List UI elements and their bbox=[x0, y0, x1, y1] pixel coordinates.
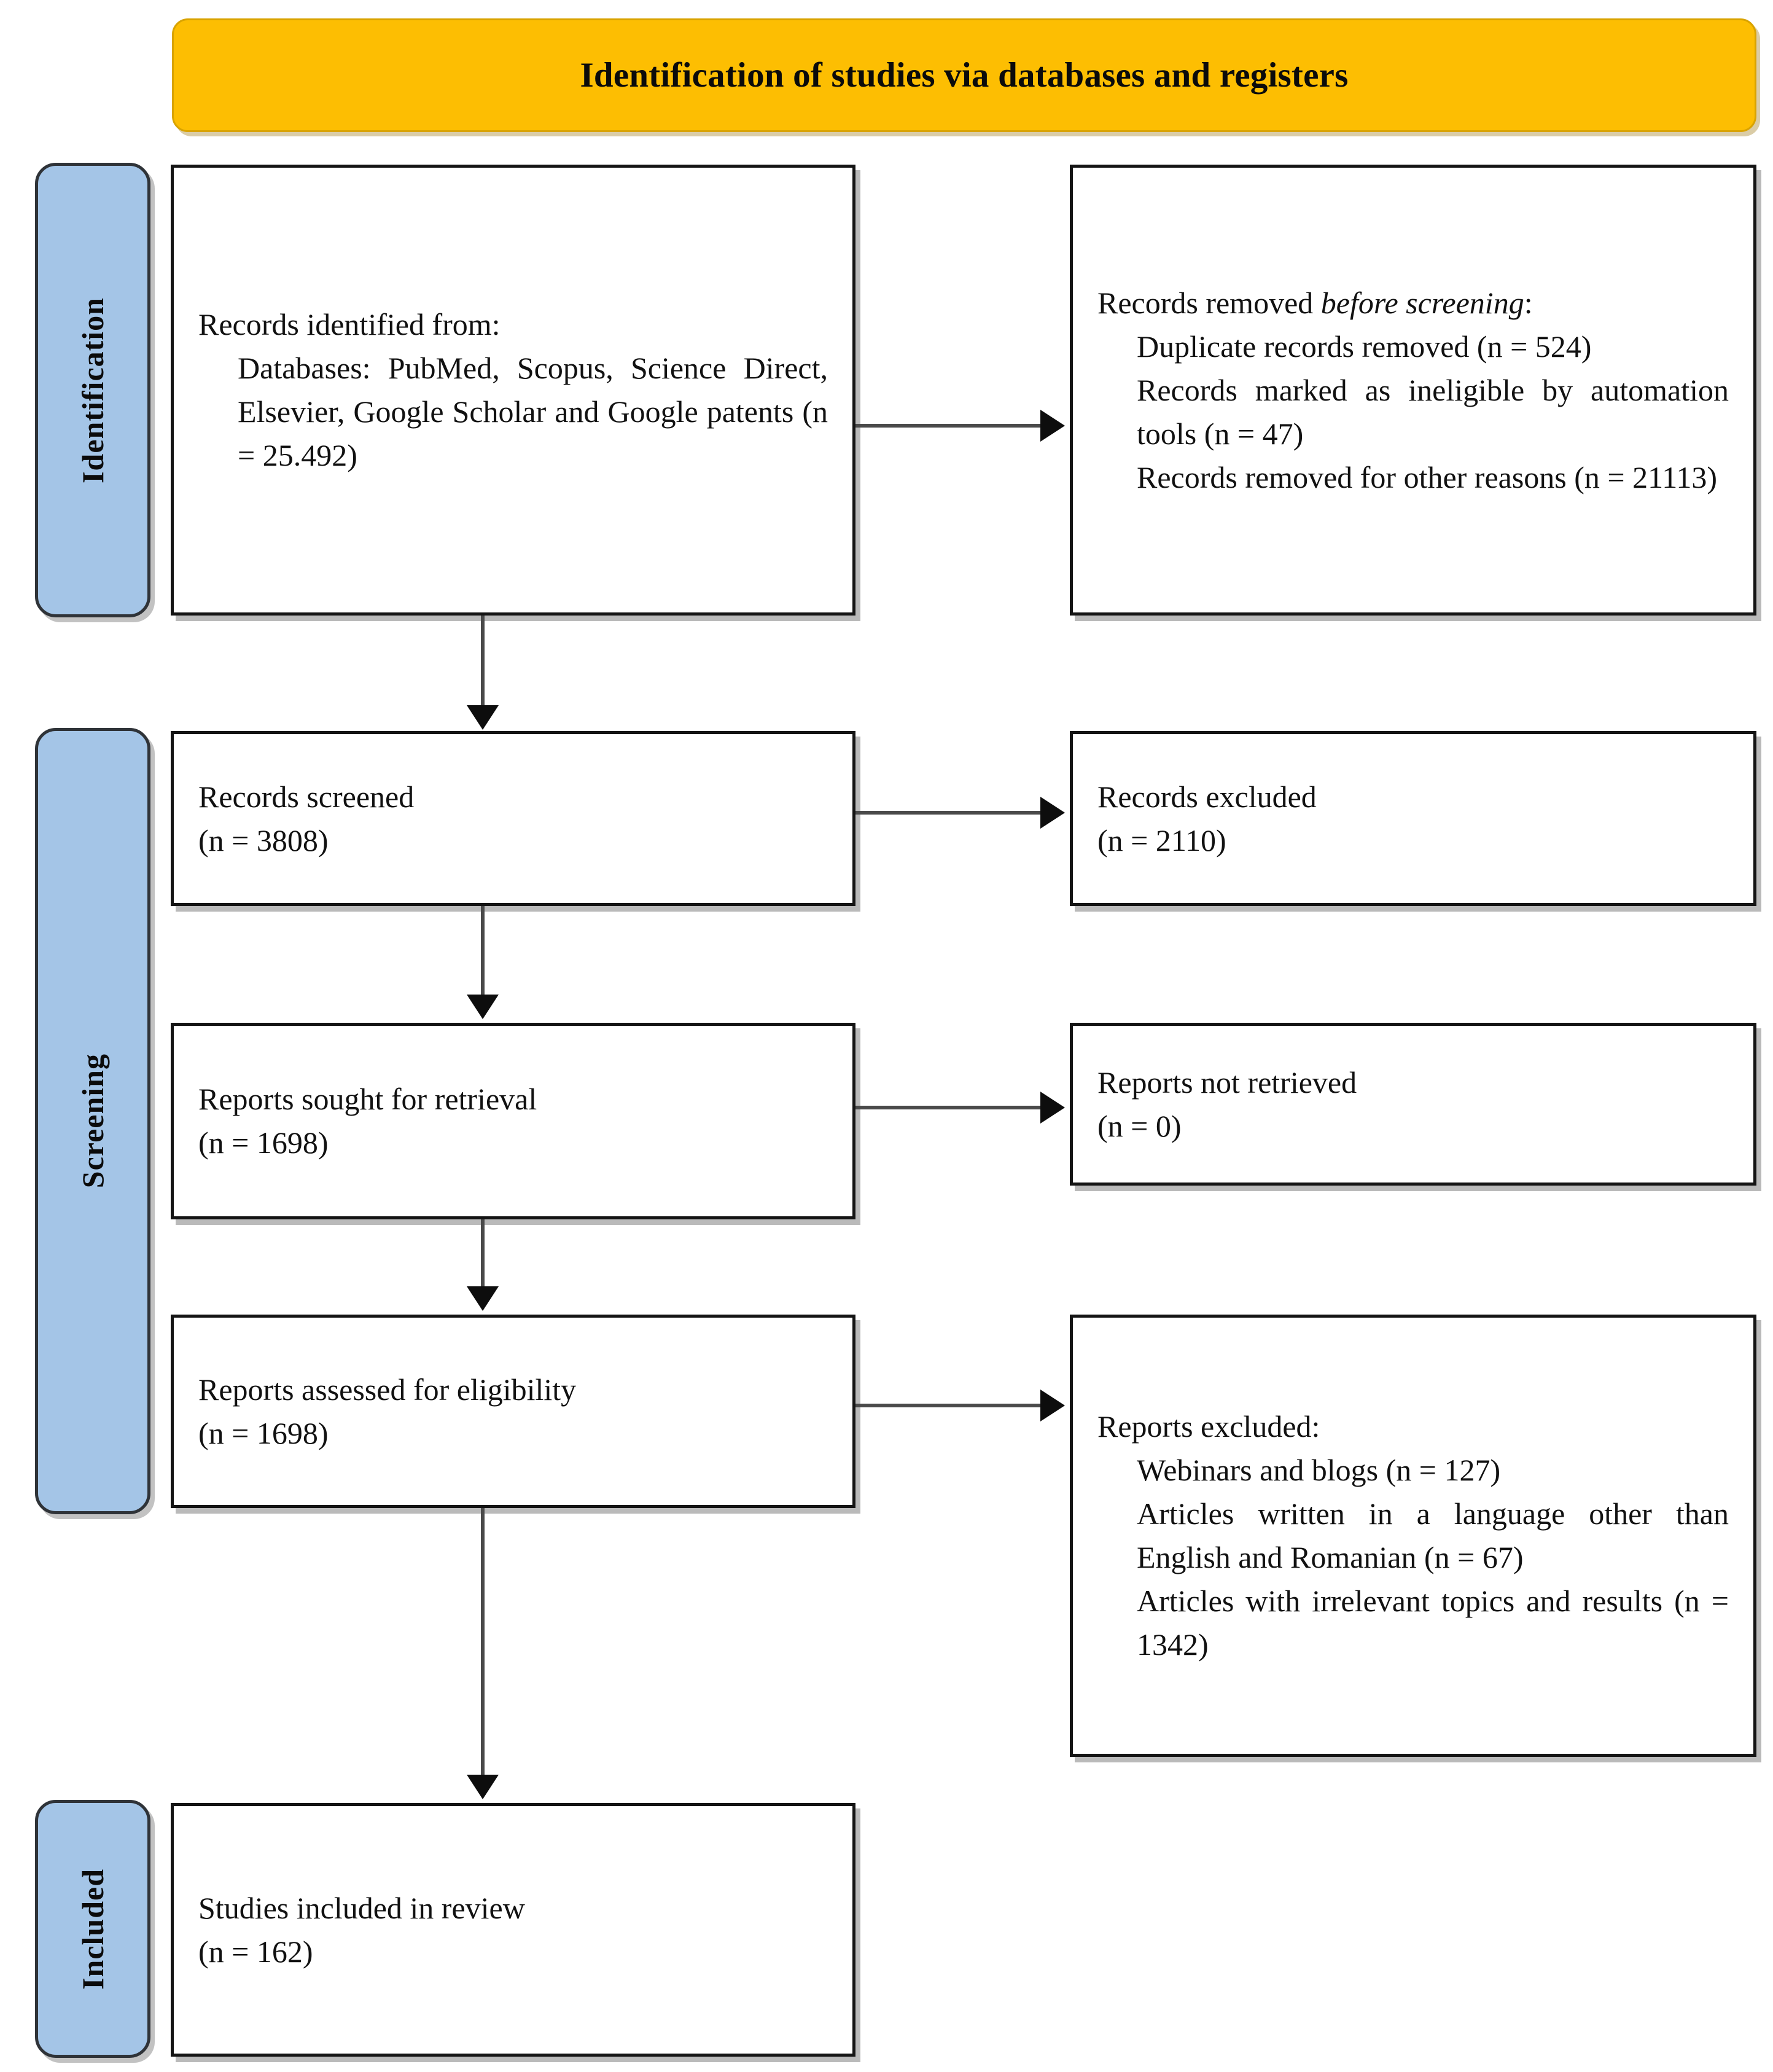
box-reports-not-retrieved: Reports not retrieved (n = 0) bbox=[1070, 1023, 1756, 1186]
studies-included-count: (n = 162) bbox=[198, 1934, 313, 1969]
reports-excluded-item-webinars: Webinars and blogs (n = 127) bbox=[1137, 1453, 1501, 1487]
box-reports-sought-for-retrieval: Reports sought for retrieval (n = 1698) bbox=[171, 1023, 855, 1219]
connector-sought-to-notretrieved-line bbox=[855, 1106, 1043, 1109]
reports-sought-label: Reports sought for retrieval bbox=[198, 1082, 537, 1116]
records-removed-item-other: Records removed for other reasons (n = 2… bbox=[1137, 459, 1718, 495]
reports-assessed-label: Reports assessed for eligibility bbox=[198, 1372, 577, 1407]
stage-label-identification: Identification bbox=[35, 163, 150, 617]
records-identified-heading: Records identified from: bbox=[198, 307, 501, 342]
connector-assessed-to-included-arrowhead bbox=[467, 1775, 499, 1799]
connector-assessed-to-repexcluded-line bbox=[855, 1404, 1043, 1407]
studies-included-label: Studies included in review bbox=[198, 1890, 525, 1925]
reports-not-retrieved-count: (n = 0) bbox=[1097, 1108, 1182, 1143]
connector-identified-to-screened-line bbox=[481, 616, 485, 708]
records-removed-heading-tail: : bbox=[1524, 285, 1533, 320]
connector-screened-to-sought-line bbox=[481, 906, 485, 997]
connector-identified-to-removed-arrowhead bbox=[1040, 410, 1065, 442]
stage-label-screening: Screening bbox=[35, 728, 150, 1514]
box-records-excluded: Records excluded (n = 2110) bbox=[1070, 731, 1756, 906]
records-removed-item-duplicate: Duplicate records removed (n = 524) bbox=[1137, 329, 1592, 364]
stage-label-identification-text: Identification bbox=[76, 297, 110, 483]
records-removed-heading-plain: Records removed bbox=[1097, 285, 1321, 320]
records-screened-count: (n = 3808) bbox=[198, 823, 329, 858]
box-reports-assessed-for-eligibility: Reports assessed for eligibility (n = 16… bbox=[171, 1315, 855, 1508]
box-records-identified: Records identified from: Databases: PubM… bbox=[171, 165, 855, 616]
banner-title: Identification of studies via databases … bbox=[580, 56, 1349, 95]
box-studies-included-in-review: Studies included in review (n = 162) bbox=[171, 1803, 855, 2057]
connector-sought-to-assessed-arrowhead bbox=[467, 1286, 499, 1311]
records-removed-item-automation: Records marked as ineligible by automati… bbox=[1137, 372, 1729, 451]
connector-assessed-to-repexcluded-arrowhead bbox=[1040, 1390, 1065, 1421]
stage-label-included-text: Included bbox=[76, 1868, 110, 1990]
connector-screened-to-excluded-line bbox=[855, 811, 1043, 815]
connector-screened-to-excluded-arrowhead bbox=[1040, 797, 1065, 829]
reports-not-retrieved-label: Reports not retrieved bbox=[1097, 1065, 1357, 1100]
reports-excluded-item-language: Articles written in a language other tha… bbox=[1137, 1496, 1729, 1574]
records-removed-heading: Records removed before screening: bbox=[1097, 281, 1729, 325]
connector-sought-to-notretrieved-arrowhead bbox=[1040, 1092, 1065, 1124]
reports-excluded-item-irrelevant: Articles with irrelevant topics and resu… bbox=[1137, 1584, 1729, 1662]
reports-excluded-heading: Reports excluded: bbox=[1097, 1409, 1320, 1444]
records-removed-heading-italic: before screening bbox=[1320, 285, 1524, 320]
records-excluded-count: (n = 2110) bbox=[1097, 823, 1226, 858]
records-identified-detail: Databases: PubMed, Scopus, Science Direc… bbox=[238, 351, 828, 472]
stage-label-screening-text: Screening bbox=[76, 1054, 110, 1189]
stage-label-included: Included bbox=[35, 1800, 150, 2058]
reports-assessed-count: (n = 1698) bbox=[198, 1415, 329, 1450]
reports-sought-count: (n = 1698) bbox=[198, 1125, 329, 1160]
connector-sought-to-assessed-line bbox=[481, 1219, 485, 1289]
banner-identification-header: Identification of studies via databases … bbox=[172, 18, 1756, 132]
records-screened-label: Records screened bbox=[198, 779, 415, 814]
records-excluded-label: Records excluded bbox=[1097, 779, 1317, 814]
connector-identified-to-removed-line bbox=[855, 424, 1043, 428]
connector-assessed-to-included-line bbox=[481, 1508, 485, 1777]
box-records-removed-before-screening: Records removed before screening: Duplic… bbox=[1070, 165, 1756, 616]
connector-identified-to-screened-arrowhead bbox=[467, 705, 499, 730]
connector-screened-to-sought-arrowhead bbox=[467, 995, 499, 1019]
box-reports-excluded: Reports excluded: Webinars and blogs (n … bbox=[1070, 1315, 1756, 1757]
box-records-screened: Records screened (n = 3808) bbox=[171, 731, 855, 906]
